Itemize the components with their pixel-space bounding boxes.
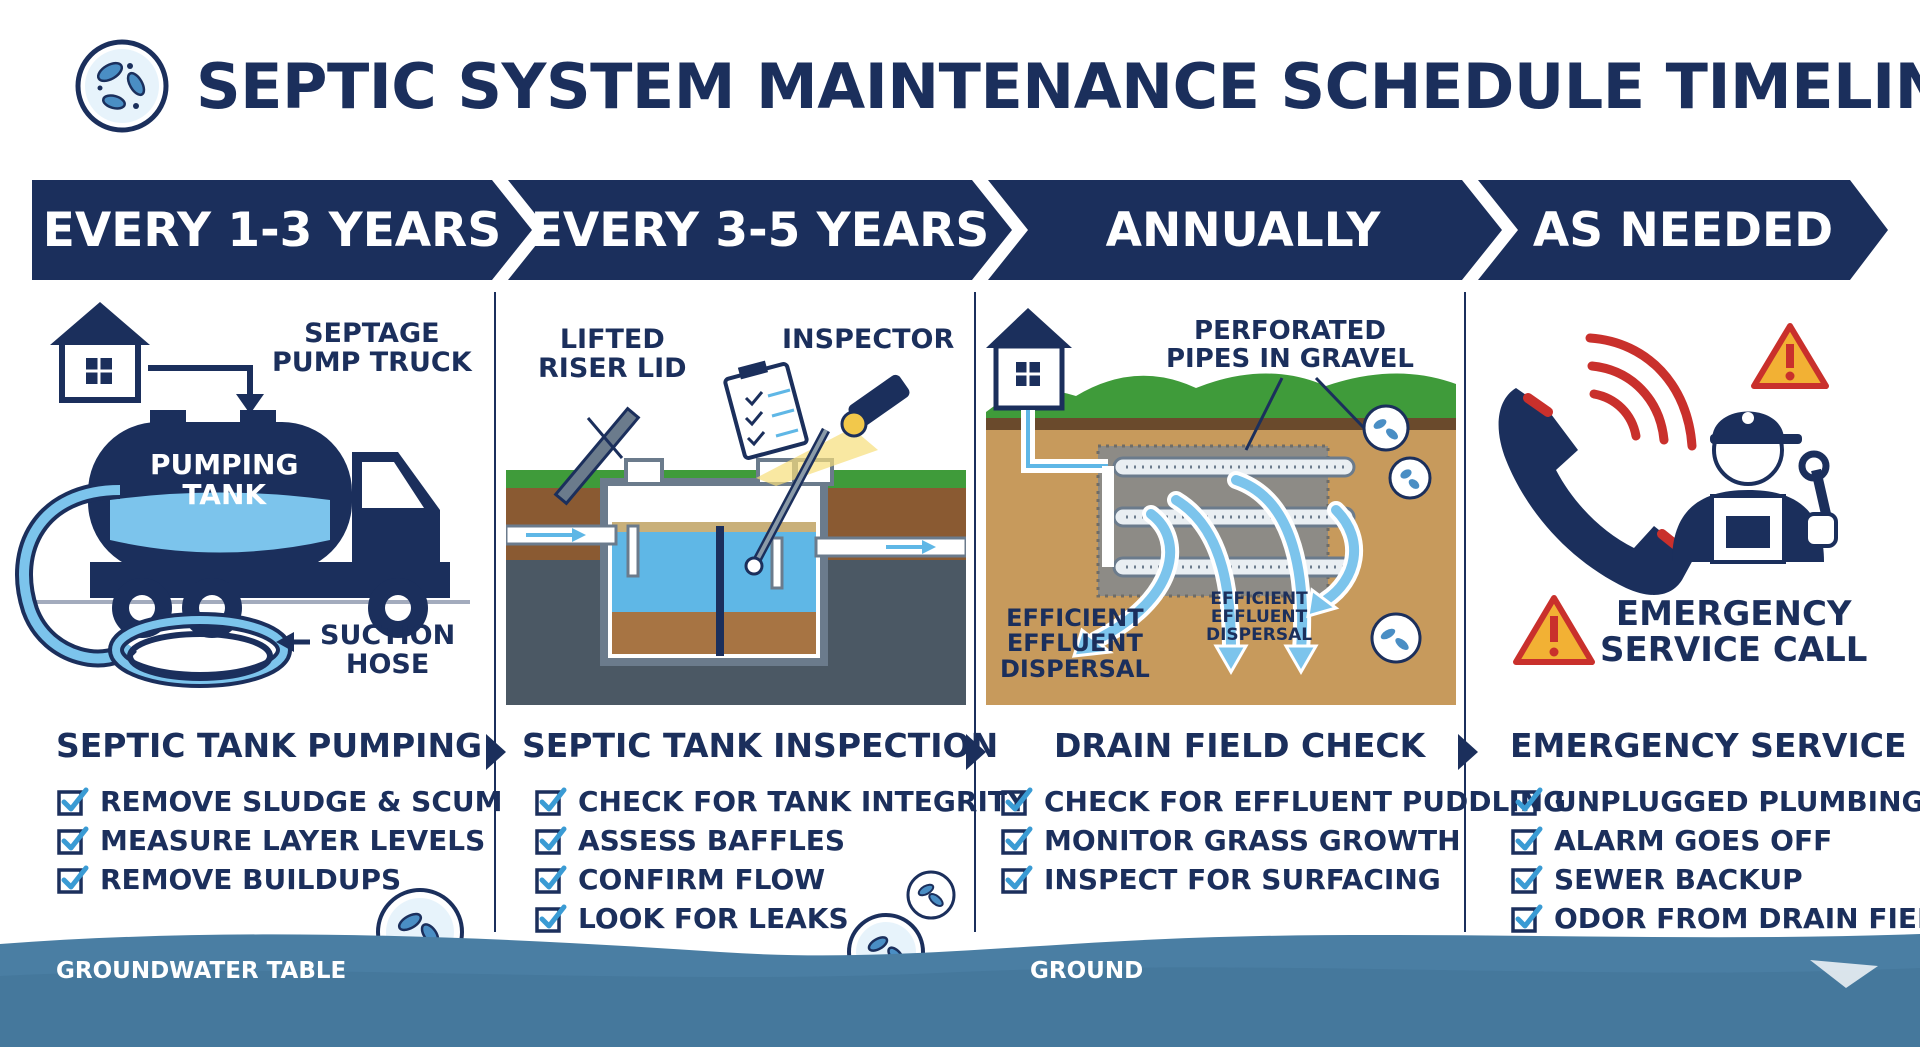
page-title: SEPTIC SYSTEM MAINTENANCE SCHEDULE TIMEL… [196, 49, 1920, 123]
list-item-text: ODOR FROM DRAIN FIELD [1554, 902, 1920, 935]
header-band: EVERY 1-3 YEARS EVERY 3-5 YEARS ANNUALLY… [32, 180, 1888, 280]
list-item: ALARM GOES OFF [1510, 821, 1920, 860]
list-item: SEWER BACKUP [1510, 860, 1920, 899]
list-item: REMOVE BUILDUPS [56, 860, 502, 899]
section-title-drain-field-check: DRAIN FIELD CHECK [1054, 726, 1426, 765]
header-annually: ANNUALLY [1105, 202, 1381, 258]
chevron-right-icon [966, 734, 986, 770]
house-icon [986, 308, 1072, 411]
list-item-text: LOOK FOR LEAKS [578, 902, 849, 935]
list-item: INSPECT FOR SURFACING [1000, 860, 1566, 899]
septage-pump-truck-label: SEPTAGE PUMP TRUCK [272, 318, 472, 378]
technician-icon [1672, 411, 1838, 564]
suction-hose-icon [15, 481, 292, 688]
checklist-pumping: REMOVE SLUDGE & SCUM MEASURE LAYER LEVEL… [56, 782, 502, 899]
checkbox-checked-icon [1511, 904, 1543, 933]
list-item: MEASURE LAYER LEVELS [56, 821, 502, 860]
list-item-text: CONFIRM FLOW [578, 863, 826, 896]
list-item-text: ALARM GOES OFF [1554, 824, 1833, 857]
list-item-text: CHECK FOR EFFLUENT PUDDLING [1044, 785, 1567, 818]
efficient-dispersal-mid-label: EFFICIENT EFFLUENT DISPERSAL [1206, 589, 1313, 646]
list-item: CONFIRM FLOW [534, 860, 1027, 899]
list-item: CHECK FOR EFFLUENT PUDDLING [1000, 782, 1566, 821]
list-item-text: CHECK FOR TANK INTEGRITY [578, 785, 1028, 818]
emergency-illustration [1498, 323, 1838, 665]
section-title-septic-tank-inspection: SEPTIC TANK INSPECTION [522, 726, 999, 765]
list-item: UNPLUGGED PLUMBING [1510, 782, 1920, 821]
warning-icon [1513, 595, 1595, 665]
riser-lid-icon [553, 406, 641, 506]
flashlight-icon [840, 374, 910, 438]
section-title-emergency-service: EMERGENCY SERVICE [1510, 726, 1907, 765]
checkbox-checked-icon [1001, 787, 1033, 816]
list-item: REMOVE SLUDGE & SCUM [56, 782, 502, 821]
list-item-text: MEASURE LAYER LEVELS [100, 824, 486, 857]
checkbox-checked-icon [535, 904, 567, 933]
section-title-septic-tank-pumping: SEPTIC TANK PUMPING [56, 726, 483, 765]
list-item: ASSESS BAFFLES [534, 821, 1027, 860]
list-item-text: REMOVE BUILDUPS [100, 863, 402, 896]
warning-icon [1751, 323, 1829, 389]
list-item-text: REMOVE SLUDGE & SCUM [100, 785, 503, 818]
list-item: CHECK FOR TANK INTEGRITY [534, 782, 1027, 821]
groundwater-table-label: GROUNDWATER TABLE [56, 958, 347, 984]
clipboard-icon [723, 360, 809, 460]
list-item: ODOR FROM DRAIN FIELD [1510, 899, 1920, 938]
header-every-3-5-years: EVERY 3-5 YEARS [530, 202, 990, 258]
header-as-needed: AS NEEDED [1532, 202, 1834, 258]
groundwater-band [0, 934, 1920, 1047]
pumping-tank-label: PUMPING TANK [150, 448, 299, 511]
checkbox-checked-icon [1511, 826, 1543, 855]
pump-truck-icon [20, 410, 470, 638]
checkbox-checked-icon [535, 865, 567, 894]
checklist-emergency: UNPLUGGED PLUMBING ALARM GOES OFF SEWER … [1510, 782, 1920, 938]
lifted-riser-lid-label: LIFTED RISER LID [538, 324, 687, 384]
column-divider [1464, 292, 1466, 932]
checkbox-checked-icon [57, 865, 89, 894]
bacteria-icon [1362, 404, 1432, 664]
pump-truck-illustration [15, 302, 470, 688]
checkbox-checked-icon [1511, 865, 1543, 894]
checkbox-checked-icon [535, 787, 567, 816]
list-item-text: ASSESS BAFFLES [578, 824, 846, 857]
list-item-text: MONITOR GRASS GROWTH [1044, 824, 1461, 857]
drain-field-illustration [986, 308, 1456, 705]
checkbox-checked-icon [535, 826, 567, 855]
checklist-drain-field: CHECK FOR EFFLUENT PUDDLING MONITOR GRAS… [1000, 782, 1566, 899]
tank-inspection-illustration [506, 360, 966, 705]
checkbox-checked-icon [1511, 787, 1543, 816]
house-icon [50, 302, 150, 403]
suction-hose-label: SUCTION HOSE [320, 620, 456, 680]
checkbox-checked-icon [57, 787, 89, 816]
title-row: SEPTIC SYSTEM MAINTENANCE SCHEDULE TIMEL… [74, 36, 1920, 136]
list-item-text: UNPLUGGED PLUMBING [1554, 785, 1920, 818]
emergency-service-call-label: EMERGENCY SERVICE CALL [1600, 594, 1868, 671]
chevron-right-icon [486, 734, 506, 770]
column-divider [494, 292, 496, 932]
column-divider [974, 292, 976, 932]
ringing-waves-icon [1585, 333, 1697, 451]
bacteria-icon [906, 870, 956, 920]
list-item-text: SEWER BACKUP [1554, 863, 1803, 896]
list-item: LOOK FOR LEAKS [534, 899, 1027, 938]
chevron-right-icon [1458, 734, 1478, 770]
phone-icon [1498, 388, 1694, 595]
ground-label: GROUND [1030, 958, 1144, 984]
bacteria-logo-icon [75, 39, 169, 133]
list-item-text: INSPECT FOR SURFACING [1044, 863, 1441, 896]
header-every-1-3-years: EVERY 1-3 YEARS [42, 202, 502, 258]
efficient-dispersal-left-label: EFFICIENT EFFLUENT DISPERSAL [1000, 604, 1150, 683]
chevron-band-shape [32, 180, 1888, 280]
inspector-label: INSPECTOR [782, 324, 955, 355]
checkbox-checked-icon [1001, 826, 1033, 855]
checkbox-checked-icon [1001, 865, 1033, 894]
perforated-pipes-label: PERFORATED PIPES IN GRAVEL [1166, 316, 1414, 374]
checkbox-checked-icon [57, 826, 89, 855]
checklist-inspection: CHECK FOR TANK INTEGRITY ASSESS BAFFLES … [534, 782, 1027, 938]
list-item: MONITOR GRASS GROWTH [1000, 821, 1566, 860]
